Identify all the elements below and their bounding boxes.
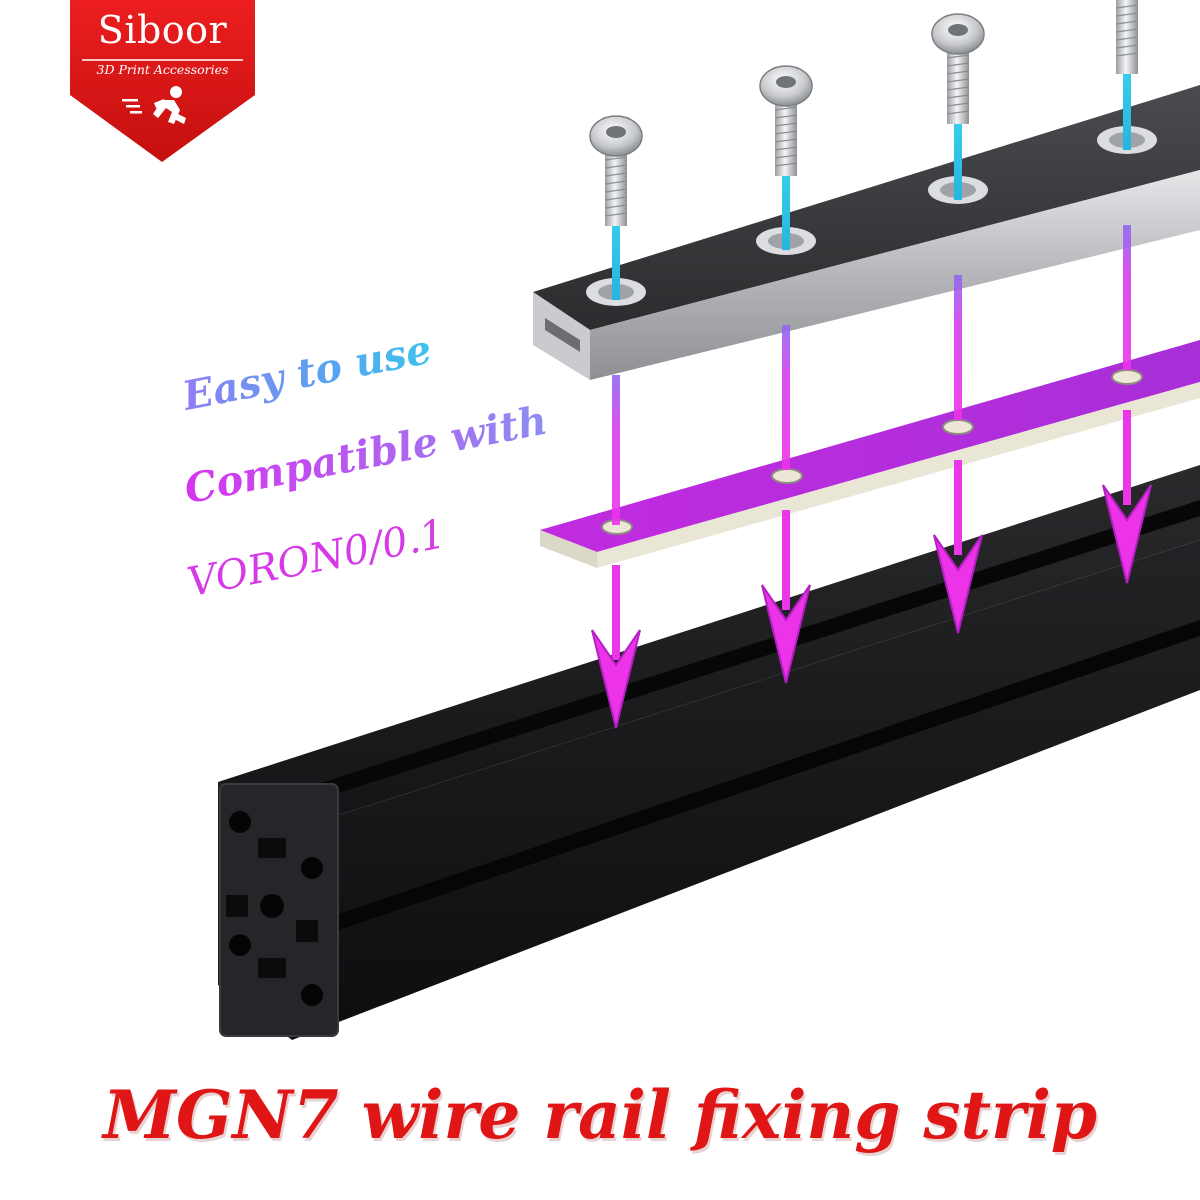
screw-axis-lines <box>612 55 1131 300</box>
mgn7-rail <box>533 85 1200 380</box>
arrow-down-icon <box>761 325 811 684</box>
brand-tagline: 3D Print Accessories <box>96 62 229 77</box>
arrow-down-icon <box>1102 225 1152 584</box>
running-person-icon <box>122 86 186 124</box>
brand-badge <box>70 0 255 162</box>
fixing-strip <box>540 340 1200 568</box>
screw <box>931 13 985 124</box>
screw <box>589 115 643 226</box>
screw <box>759 65 813 176</box>
screw <box>1115 0 1139 74</box>
assembly-arrows <box>591 225 1152 729</box>
arrow-down-icon <box>933 275 983 634</box>
brand-name: Siboor <box>97 8 228 52</box>
button-head-screws <box>589 0 1139 226</box>
aluminium-extrusion <box>218 465 1200 1040</box>
product-title: MGN7 wire rail fixing strip <box>102 1076 1098 1154</box>
arrow-down-icon <box>591 375 641 729</box>
